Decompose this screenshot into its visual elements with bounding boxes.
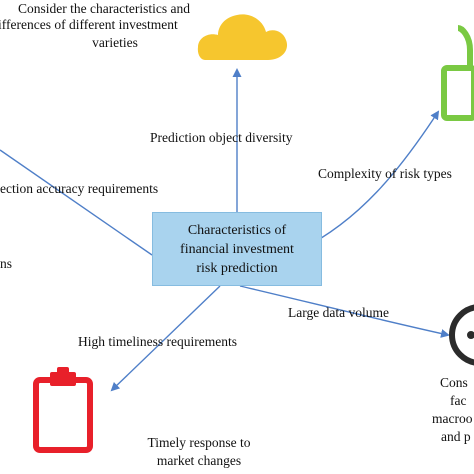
diversity-caption-line-2: ifferences of different investment [0, 17, 178, 32]
clipboard-icon [33, 367, 93, 453]
clock-icon [449, 304, 474, 366]
label-volume: Large data volume [288, 305, 389, 320]
label-accuracy: ection accuracy requirements [0, 181, 159, 196]
volume-caption-line-4: and p [441, 429, 471, 444]
label-timeliness: High timeliness requirements [78, 334, 237, 349]
cloud-icon [197, 14, 288, 60]
timeliness-caption-line-1: Timely response to [147, 435, 251, 450]
timeliness-caption-line-2: market changes [156, 453, 242, 468]
lock-icon [441, 25, 474, 121]
volume-caption-line-2: fac [450, 393, 467, 408]
volume-caption-line-1: Cons [440, 375, 468, 390]
center-line-1: Characteristics of [187, 222, 287, 238]
arrow-volume [239, 285, 450, 338]
volume-caption-line-3: macroo [432, 411, 473, 426]
diversity-caption: Consider the characteristics and [0, 0, 214, 18]
label-complexity: Complexity of risk types [318, 166, 452, 181]
label-diversity: Prediction object diversity [150, 130, 293, 145]
arrow-timeliness [110, 285, 221, 392]
center-node: Characteristics of financial investment … [152, 212, 322, 286]
arrow-accuracy [0, 149, 153, 256]
diversity-caption-line-3: varieties [92, 35, 138, 50]
diversity-caption-line: Consider the characteristics and [17, 1, 191, 16]
center-line-2: financial investment [180, 241, 294, 257]
center-line-3: risk prediction [196, 260, 278, 276]
accuracy-caption: ns [0, 256, 13, 271]
